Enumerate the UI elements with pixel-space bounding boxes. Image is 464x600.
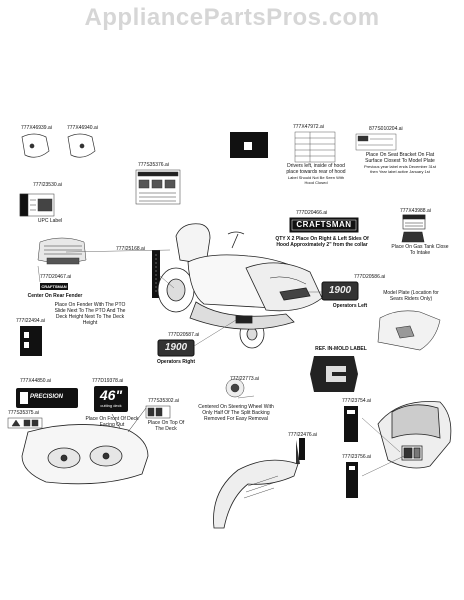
part-number: 777S35375.ai: [8, 410, 39, 416]
craftsman-small-text: CRAFTSMAN: [41, 284, 67, 289]
precision-text: PRECISION: [30, 394, 64, 400]
warning-sheet: [135, 169, 181, 205]
seat-console: [377, 401, 452, 469]
small-black-decal: [20, 326, 42, 356]
part-number: 777D20467.ai: [40, 274, 72, 280]
deck-sub-text: cutting deck: [100, 403, 122, 408]
note-front-deck: Place On Front Of Deck Facing Out: [85, 416, 139, 428]
note-operators-right: Operators Right: [156, 359, 196, 365]
note-operators-left: Operators Left: [332, 303, 368, 309]
note-top-deck: Place On Top Of The Deck: [147, 420, 185, 432]
part-number: 777X47972.ai: [293, 124, 324, 130]
note-upc: UPC Label: [37, 218, 63, 224]
rear-fender-decal: [37, 237, 87, 265]
vertical-decal-bottom: [346, 462, 358, 498]
steering-column: [213, 459, 299, 529]
part-number: 777D20466.ai: [296, 210, 328, 216]
part-number: 777I23754.ai: [342, 398, 371, 404]
leader-lines: [37, 249, 405, 477]
part-number: 777X43988.ai: [400, 208, 431, 214]
part-number: 877S010204.ai: [369, 126, 403, 132]
note-model-plate: Model Plate (Location for Sears Riders O…: [383, 290, 439, 302]
steering-sticker: [225, 378, 245, 398]
part-number: 777I25168.ai: [116, 246, 145, 252]
lawn-tractor: [157, 223, 323, 349]
part-number: 777I22773.ai: [230, 376, 259, 382]
note-gas-tank: Place On Gas Tank Close To Intake: [391, 244, 449, 256]
precision-decal: [16, 388, 78, 408]
note-steering-wheel: Centered On Steering Wheel With Only Hal…: [198, 404, 274, 422]
note-seat-bracket: Place On Seat Bracket On Flat Surface Cl…: [363, 152, 437, 174]
watermark: AppliancePartsPros.com: [84, 4, 380, 31]
mower-deck: [21, 407, 149, 485]
craftsman-logo-text: CRAFTSMAN: [296, 220, 352, 229]
model-right-text: 1900: [164, 342, 188, 353]
seat-pad-left: [21, 133, 50, 158]
part-number: 777D20587.ai: [168, 332, 200, 338]
model-decal-left: [321, 281, 359, 301]
note-fender-pto: Place On Fender With The PTO Slide Next …: [54, 302, 126, 326]
craftsman-decal: [289, 217, 359, 233]
part-number: 777I23756.ai: [342, 454, 371, 460]
part-number: 777X46940.ai: [67, 125, 98, 131]
part-number: 777I23530.ai: [33, 182, 62, 188]
gas-tank-decal: [401, 214, 426, 243]
upc-label: [19, 193, 55, 217]
deck-size-text: 46": [99, 387, 123, 403]
model-decal-right: [157, 339, 195, 357]
model-plate: [377, 310, 441, 351]
seat-pad-right: [67, 133, 96, 158]
part-number: 777X46939.ai: [21, 125, 52, 131]
craftsman-small-decal: [40, 283, 68, 290]
seat-bracket-label: [355, 133, 397, 151]
in-mold-logo: [310, 356, 358, 392]
deck-warning-strip: [7, 417, 43, 429]
hood-strip: [152, 250, 160, 298]
top-deck-decal: [145, 405, 171, 419]
model-left-text: 1900: [328, 285, 352, 296]
steering-column-decal: [296, 438, 305, 464]
note-in-mold: REF. IN-MOLD LABEL: [315, 346, 367, 352]
note-qty-hood: QTY X 2 Place On Right & Left Sides Of H…: [275, 236, 369, 248]
note-drivers-left: Drivers left, inside of hood place towar…: [286, 163, 346, 185]
part-number: 777X44850.ai: [20, 378, 51, 384]
vertical-decal-top: [344, 406, 358, 442]
drivers-table: [294, 131, 336, 163]
note-rear-fender: Center On Rear Fender: [27, 293, 83, 299]
part-number: 777D20586.ai: [354, 274, 386, 280]
part-number: 777I22476.ai: [288, 432, 317, 438]
part-number: 777S35302.ai: [148, 398, 179, 404]
part-number: 777D19378.ai: [92, 378, 124, 384]
deck-size-decal: [94, 386, 128, 412]
part-number: 777S35376.ai: [138, 162, 169, 168]
part-number: 777I22494.ai: [16, 318, 45, 324]
